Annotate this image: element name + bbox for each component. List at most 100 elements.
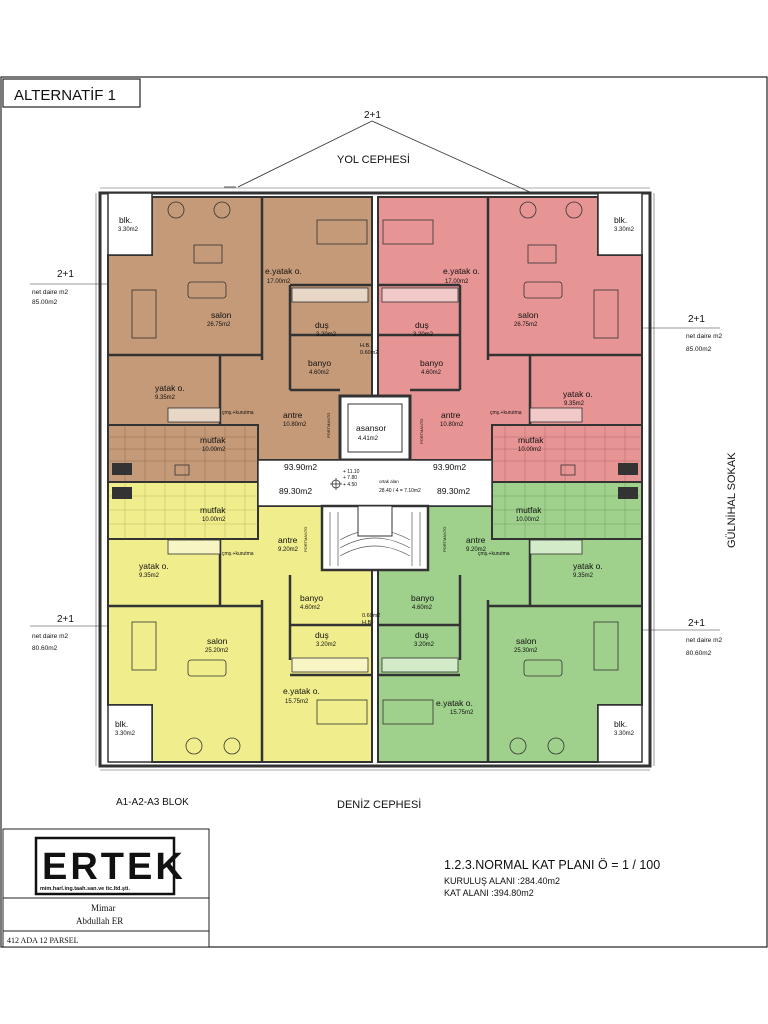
units-top-left-kitchen-label: mutfak	[200, 435, 226, 445]
units-top-right-gross-label: 93.90m2	[433, 462, 466, 472]
units-top-right-bedroom-area-label: 9.35m2	[564, 401, 585, 407]
central-core	[257, 394, 493, 572]
units-bottom-left-bedroom-area-label: 9.35m2	[139, 573, 160, 579]
units-bottom-right-master-label: e.yatak o.	[436, 698, 473, 708]
units-bottom-right-bath-area-label: 4.60m2	[412, 605, 433, 611]
units-bottom-left-balcony-area-label: 3.30m2	[115, 731, 136, 737]
units-bottom-right-laundry-label: çmş.+kurutma	[478, 551, 510, 557]
units-bottom-left-laundry-label: çmş.+kurutma	[222, 551, 254, 557]
block-label: A1-A2-A3 BLOK	[116, 797, 189, 808]
roof-lines	[224, 120, 533, 194]
unit-callouts: 2+1 net daire m2 85.00m2 2+1 net daire m…	[30, 269, 723, 657]
units-top-left-laundry-label: çmş.+kurutma	[222, 410, 254, 416]
units-top-right-master-label: e.yatak o.	[443, 266, 480, 276]
units-top-left-bath-label: banyo	[308, 358, 331, 368]
sheet-title: ALTERNATİF 1	[14, 86, 116, 104]
units-top-right-salon-area-label: 26.75m2	[514, 322, 538, 328]
company-name: ERTEK	[42, 846, 186, 888]
units-bottom-left-salon-label: salon	[207, 636, 228, 646]
side-street-label: GÜLNİHAL SOKAK	[725, 452, 738, 548]
unit-bottom-right	[377, 481, 643, 763]
units-top-left-balcony-label: blk.	[119, 215, 132, 225]
units-top-left-master-label: e.yatak o.	[265, 266, 302, 276]
units-bottom-left-balcony-label: blk.	[115, 719, 128, 729]
balcony-top-right	[597, 192, 643, 256]
units-bottom-right-bedroom-label: yatak o.	[573, 561, 603, 571]
kitchen-bottom-left	[107, 481, 259, 540]
units-bottom-left-bedroom-label: yatak o.	[139, 561, 169, 571]
units-top-left-shower-area-label: 3.20m2	[316, 332, 337, 338]
core-common-area-label: 28.40 / 4 = 7.10m2	[379, 488, 421, 494]
units-bottom-right-hall-label: antre	[466, 535, 486, 545]
units-bottom-left-bath-area-label: 4.60m2	[300, 605, 321, 611]
units-top-right-salon-label: salon	[518, 310, 539, 320]
title-block: ERTEK mim.harl.ing.taah.san.ve tic.ltd.ş…	[2, 828, 210, 948]
units-bottom-right-salon-area-label: 25.30m2	[514, 648, 538, 654]
plan-title: 1.2.3.NORMAL KAT PLANI Ö = 1 / 100	[444, 858, 660, 872]
core-shaft-area-top-label: 0.60m2	[360, 350, 378, 356]
railing	[95, 187, 655, 771]
units-top-left-kitchen-area-label: 10.00m2	[202, 447, 226, 453]
units-top-left-bedroom-area-label: 9.35m2	[155, 395, 176, 401]
units-bottom-right-master-area-label: 15.75m2	[450, 710, 474, 716]
units-top-left-hall-area-label: 10.80m2	[283, 422, 307, 428]
architect-name: Abdullah ER	[76, 916, 123, 926]
units-bottom-left-net-area-label: 80.60m2	[32, 645, 58, 652]
units-bottom-right-bedroom-area-label: 9.35m2	[573, 573, 594, 579]
units-bottom-right-shower-area-label: 3.20m2	[414, 642, 435, 648]
company-subtitle: mim.harl.ing.taah.san.ve tic.ltd.şti.	[40, 886, 130, 892]
core-levels-2-label: + 4.50	[343, 482, 357, 488]
units-top-left-salon-label: salon	[211, 310, 232, 320]
units-top-left-net-label-label: net daire m2	[32, 289, 69, 296]
road-front-label: YOL CEPHESİ	[337, 153, 410, 166]
core-elevator-label: asansor	[356, 423, 386, 433]
units-top-right-bedroom-label: yatak o.	[563, 389, 593, 399]
core-common-label-label: ortak alan	[379, 479, 399, 484]
top-unit-type: 2+1	[364, 110, 381, 121]
units-top-right-balcony-area-label: 3.30m2	[614, 227, 635, 233]
unit-bottom-left	[107, 481, 373, 763]
core-shaft-label: H.B.	[360, 343, 371, 349]
units-bottom-right-shower-label: duş	[415, 630, 429, 640]
units-top-right-shower-label: duş	[415, 320, 429, 330]
units-bottom-left-kitchen-area-label: 10.00m2	[202, 517, 226, 523]
units-top-right-bath-area-label: 4.60m2	[421, 370, 442, 376]
balcony-bottom-left	[107, 704, 153, 763]
footprint-area: KURULUŞ ALANI :284.40m2	[444, 876, 560, 886]
units-top-right-balcony-label: blk.	[614, 215, 627, 225]
units-bottom-left-master-label: e.yatak o.	[283, 686, 320, 696]
room-labels: blk. 3.30m2 salon 26.75m2 e.yatak o. 17.…	[115, 215, 635, 737]
core-levels-1-label: + 7.80	[343, 475, 357, 481]
units-top-right-bath-label: banyo	[420, 358, 443, 368]
units-top-left-type-label: 2+1	[57, 269, 74, 280]
units-top-left-balcony-area-label: 3.30m2	[118, 227, 139, 233]
units-top-right-net-area-label: 85.00m2	[686, 346, 712, 353]
units-top-right-master-area-label: 17.00m2	[445, 279, 469, 285]
units-bottom-left-shower-label: duş	[315, 630, 329, 640]
units-bottom-right-kitchen-label: mutfak	[516, 505, 542, 515]
units-top-left-salon-area-label: 26.75m2	[207, 322, 231, 328]
units-top-left-master-area-label: 17.00m2	[267, 279, 291, 285]
units-bottom-right-type-label: 2+1	[688, 618, 705, 629]
units-bottom-left-kitchen-label: mutfak	[200, 505, 226, 515]
units-bottom-right-bath-label: banyo	[411, 593, 434, 603]
balcony-top-left	[107, 192, 153, 256]
units-top-right-kitchen-area-label: 10.00m2	[518, 447, 542, 453]
units-bottom-left-shower-area-label: 3.20m2	[316, 642, 337, 648]
units-top-right-hall-label: antre	[441, 410, 461, 420]
units-bottom-right-hall-area-label: 9.20m2	[466, 547, 487, 553]
units-bottom-left-salon-area-label: 25.20m2	[205, 648, 229, 654]
units-top-right-net-label-label: net daire m2	[686, 333, 723, 340]
units-bottom-left-hall-label: antre	[278, 535, 298, 545]
core-shaft-tag-label: PORTMANTO	[303, 527, 308, 552]
company-logo	[34, 836, 176, 896]
units-top-left-shower-label: duş	[315, 320, 329, 330]
core-shaft-label: H.B.	[362, 620, 373, 626]
units-top-left-net-area-label: 85.00m2	[32, 299, 58, 306]
units-bottom-right-gross-label: 89.30m2	[437, 486, 470, 496]
unit-top-right	[377, 192, 643, 483]
units-bottom-right-balcony-area-label: 3.30m2	[614, 731, 635, 737]
core-shaft-tag-label: PORTMANTO	[419, 419, 424, 444]
floor-area: KAT ALANI :394.80m2	[444, 888, 534, 898]
